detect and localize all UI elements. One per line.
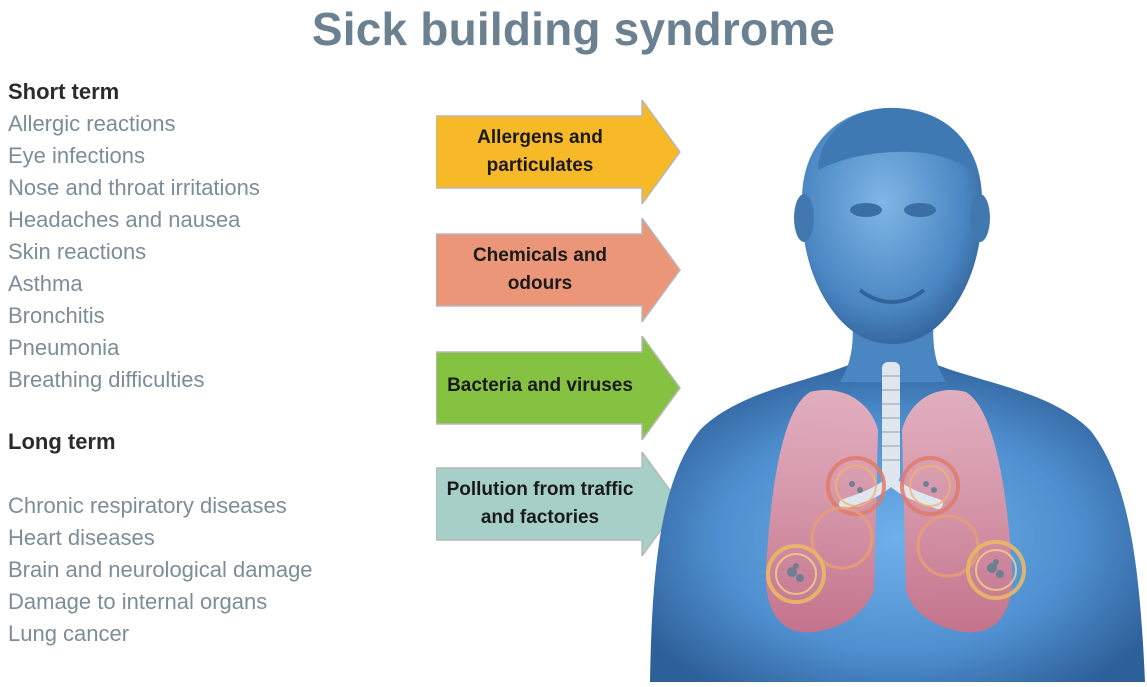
short-term-item: Eye infections [8, 143, 145, 168]
arrow-label-line: Chemicals and [472, 245, 608, 266]
short-term-item: Nose and throat irritations [8, 175, 260, 200]
short-term-item: Skin reactions [8, 239, 147, 264]
short-term-item: Allergic reactions [8, 111, 176, 136]
arrow-chemicals: Chemicals and odours [436, 218, 682, 322]
arrow-shape [436, 452, 681, 556]
long-term-item: Damage to internal organs [8, 589, 268, 614]
arrow-label-line: and factories [480, 507, 600, 528]
human-torso-lungs-illustration [630, 100, 1147, 687]
short-term-item: Breathing difficulties [8, 367, 205, 392]
arrow-label-line: odours [507, 273, 573, 294]
symptom-list: Short term Allergic reactions Eye infect… [8, 76, 313, 650]
arrow-shape [436, 218, 681, 322]
human-figure-icon [650, 107, 1145, 682]
arrow-shape [436, 336, 681, 440]
short-term-item: Bronchitis [8, 303, 105, 328]
long-term-item: Chronic respiratory diseases [8, 493, 287, 518]
short-term-item: Pneumonia [8, 335, 120, 360]
short-term-item: Headaches and nausea [8, 207, 241, 232]
short-term-heading: Short term [8, 79, 120, 104]
arrow-shape [436, 100, 681, 204]
arrow-label-line: Bacteria and viruses [447, 375, 633, 396]
arrow-bacteria: Bacteria and viruses [436, 336, 682, 440]
long-term-item: Heart diseases [8, 525, 155, 550]
arrow-label-line: Allergens and [477, 127, 603, 148]
long-term-heading: Long term [8, 429, 116, 454]
arrow-pollution: Pollution from traffic and factories [436, 452, 682, 556]
long-term-item: Brain and neurological damage [8, 557, 313, 582]
short-term-item: Asthma [8, 271, 83, 296]
arrow-allergens: Allergens and particulates [436, 100, 682, 204]
arrow-label-line: Pollution from traffic [446, 479, 634, 500]
page-title: Sick building syndrome [311, 3, 836, 55]
long-term-item: Lung cancer [8, 621, 130, 646]
arrow-label-line: particulates [486, 155, 594, 176]
